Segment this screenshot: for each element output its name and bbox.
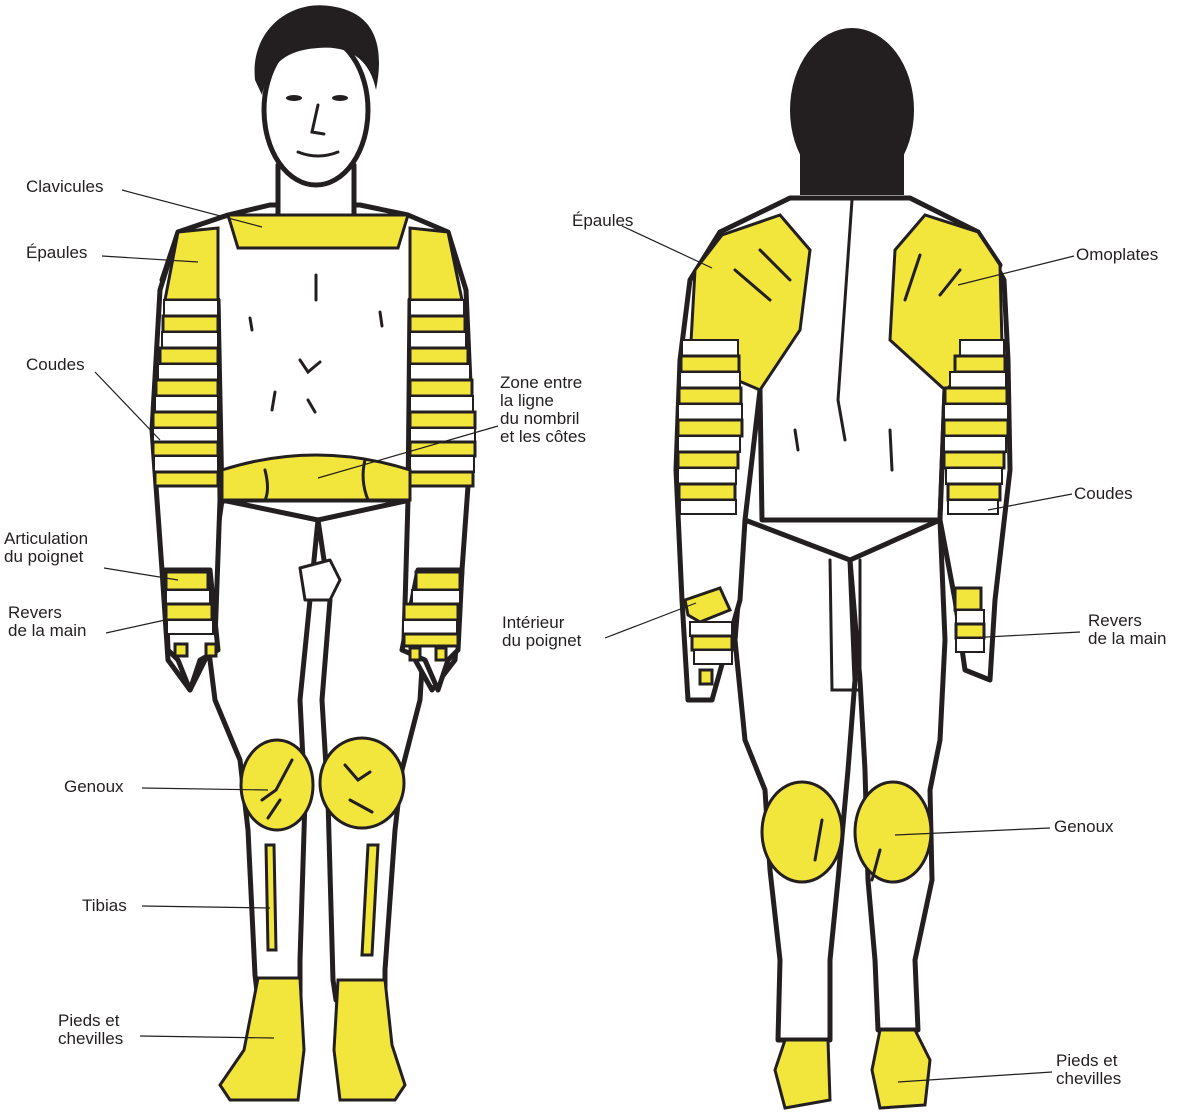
back-left-knee-zone: [762, 782, 842, 882]
label-front-clavicles: Clavicules: [26, 178, 103, 196]
back-right-hand: [955, 588, 984, 652]
label-back-shoulders: Épaules: [572, 212, 633, 230]
back-left-leg: [735, 520, 855, 1040]
label-front-elbows: Coudes: [26, 356, 85, 374]
front-groin: [300, 560, 340, 600]
label-back-feet: Pieds et chevilles: [1056, 1052, 1121, 1088]
front-left-shin-zone: [266, 845, 276, 950]
back-left-foot-zone: [775, 1040, 830, 1108]
front-right-elbow-bands: [410, 300, 475, 486]
label-back-back-of-hand: Revers de la main: [1088, 612, 1166, 648]
back-right-knee-zone: [855, 782, 931, 882]
label-front-shoulders: Épaules: [26, 244, 87, 262]
front-left-shoulder-zone: [165, 228, 218, 300]
front-left-elbow-bands: [153, 300, 218, 486]
back-right-leg: [850, 520, 945, 1030]
label-front-feet: Pieds et chevilles: [58, 1012, 123, 1048]
label-back-shoulder-blades: Omoplates: [1076, 246, 1158, 264]
label-back-inner-wrist: Intérieur du poignet: [502, 614, 581, 650]
front-abdomen-zone: [222, 455, 410, 500]
front-left-foot-zone: [220, 978, 304, 1100]
front-right-shoulder-zone: [410, 228, 462, 300]
front-figure: [152, 5, 475, 1100]
front-right-eye: [332, 95, 348, 101]
label-back-elbows: Coudes: [1074, 485, 1133, 503]
back-left-elbow-bands: [678, 340, 742, 514]
label-back-knees: Genoux: [1054, 818, 1114, 836]
label-front-wrist: Articulation du poignet: [4, 530, 88, 566]
label-front-back-of-hand: Revers de la main: [8, 604, 86, 640]
back-right-foot-zone: [872, 1030, 930, 1108]
label-front-shins: Tibias: [82, 897, 127, 915]
front-clavicles-zone: [228, 215, 408, 248]
label-front-abdomen: Zone entre la ligne du nombril et les cô…: [500, 374, 586, 446]
front-left-eye: [286, 95, 302, 101]
front-right-knee-zone: [320, 738, 404, 828]
label-front-knees: Genoux: [64, 778, 124, 796]
back-figure: [676, 28, 1010, 1108]
back-right-elbow-bands: [944, 340, 1008, 514]
front-right-foot-zone: [334, 980, 405, 1100]
